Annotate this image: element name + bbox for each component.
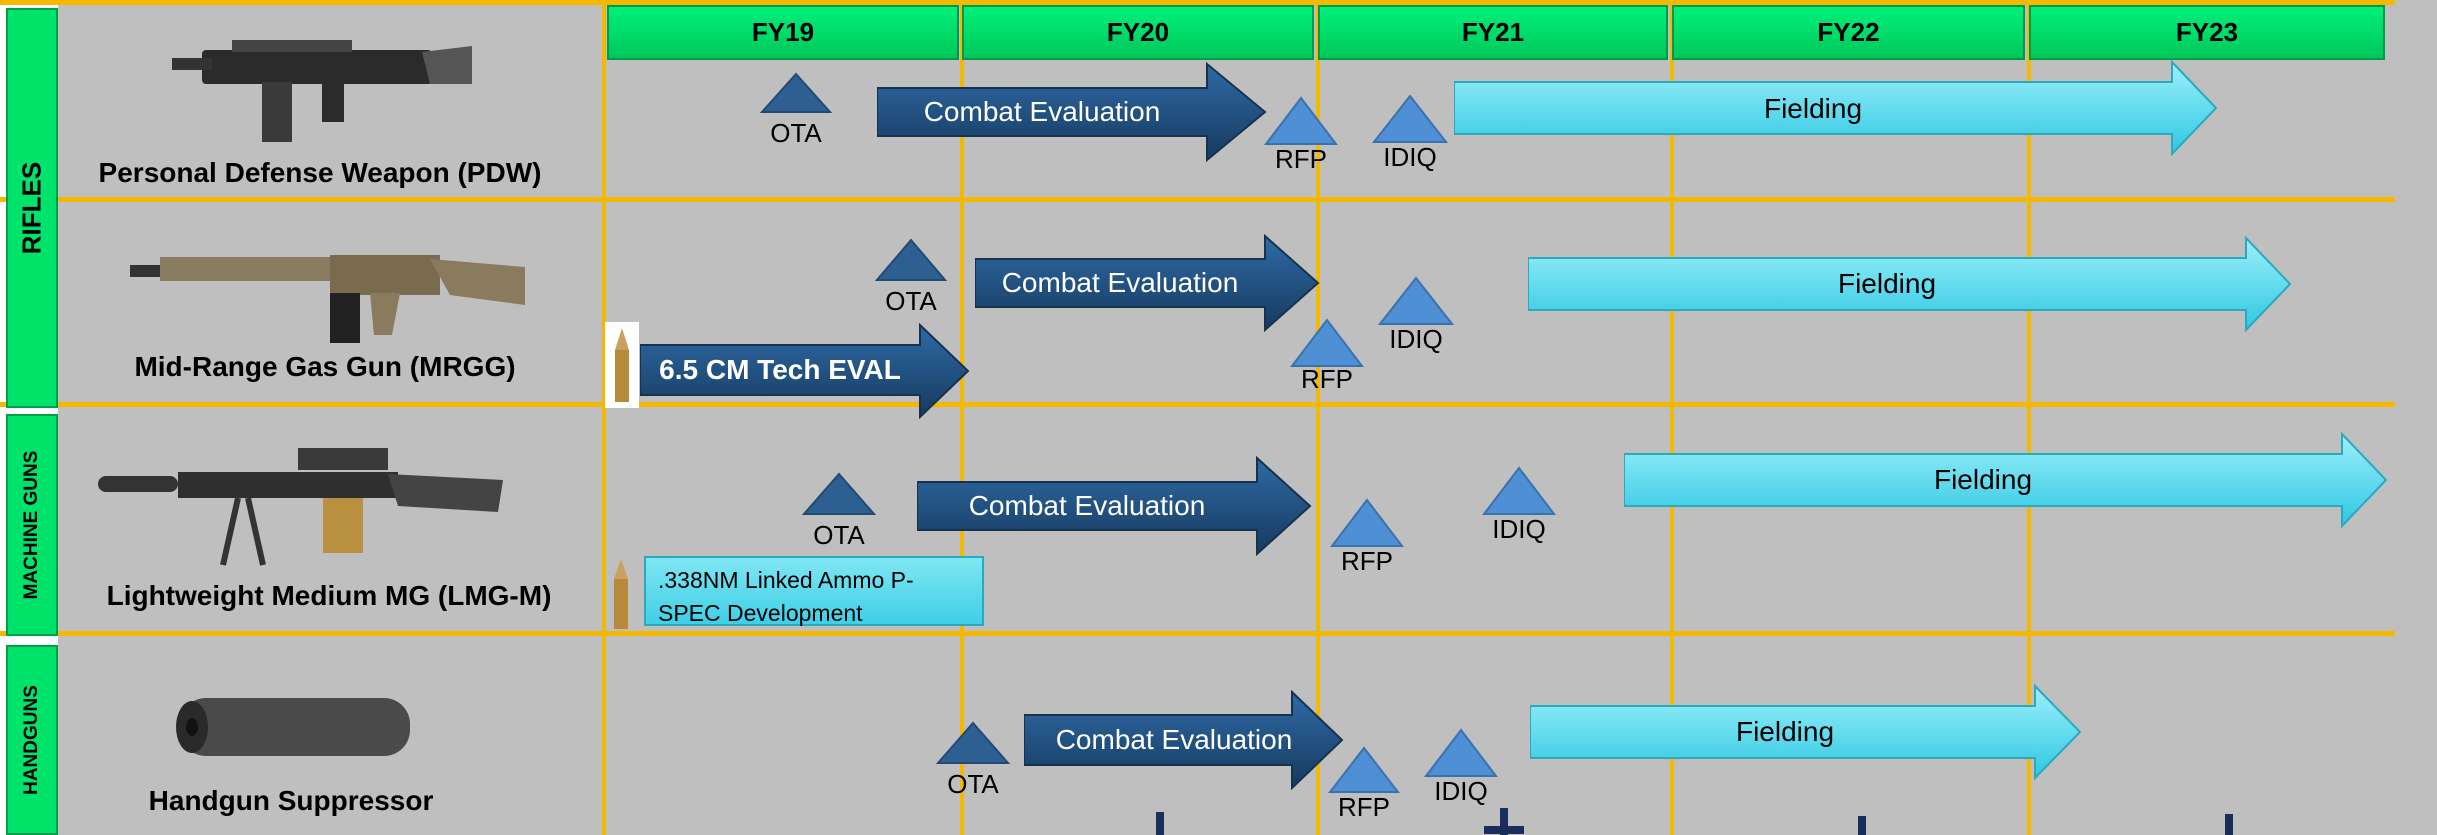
category-tab-rifles: RIFLES (6, 8, 58, 408)
grid-line-fy21-start (1316, 0, 1320, 835)
bottom-marker-2 (1500, 808, 1508, 835)
lmg-ammo-dev-box: .338NM Linked Ammo P- SPEC Development (644, 556, 984, 626)
category-label-handguns: HANDGUNS (21, 685, 42, 795)
category-tab-machine-guns: MACHINE GUNS (6, 414, 58, 636)
grid-line-fy22-start (1670, 0, 1674, 835)
handgun-combat-eval-arrow (1024, 690, 1344, 790)
handgun-ota-label: OTA (947, 769, 999, 799)
mrgg-idiq-milestone: IDIQ (1378, 276, 1454, 356)
lmg-combat-eval-label: Combat Evaluation (968, 490, 1206, 521)
mrgg-rfp-label: RFP (1301, 364, 1353, 394)
lmg-machine-gun-image (98, 448, 503, 566)
bottom-marker-3 (1858, 816, 1866, 835)
lmg-fielding-arrow (1624, 432, 2388, 528)
pdw-idiq-milestone: IDIQ (1372, 94, 1448, 174)
pdw-ota-milestone: OTA (760, 72, 832, 152)
lmg-combat-eval-arrow (917, 456, 1312, 556)
grid-line-fy23-start (2027, 0, 2031, 835)
bottom-marker-4 (2225, 814, 2233, 835)
lmg-rfp-label: RFP (1341, 546, 1393, 576)
fy-header-fy22: FY22 (1672, 5, 2025, 60)
weapon-label-pdw: Personal Defense Weapon (PDW) (98, 157, 542, 188)
lmg-ammo-dev-line2: SPEC Development (658, 600, 863, 626)
lmg-rfp-milestone: RFP (1330, 498, 1404, 578)
weapon-label-mrgg: Mid-Range Gas Gun (MRGG) (134, 351, 516, 382)
pdw-combat-eval-arrow (877, 62, 1267, 162)
handgun-fielding-label: Fielding (1735, 716, 1835, 747)
pdw-rfp-milestone: RFP (1264, 96, 1338, 176)
pdw-rfp-label: RFP (1275, 144, 1327, 174)
lmg-fielding-label: Fielding (1933, 464, 2033, 495)
weapon-label-handgun-suppressor: Handgun Suppressor (148, 785, 434, 816)
cartridge-icon-338nm (614, 559, 628, 629)
handgun-fielding-arrow (1530, 684, 2082, 780)
fy-header-fy19: FY19 (607, 5, 959, 60)
mrgg-tech-eval-label: 6.5 CM Tech EVAL (659, 354, 901, 385)
grid-line-fy19-start (602, 0, 606, 835)
mrgg-ota-milestone: OTA (875, 238, 947, 318)
handgun-idiq-label: IDIQ (1434, 776, 1488, 806)
fy-header-fy21: FY21 (1318, 5, 1668, 60)
pdw-idiq-label: IDIQ (1383, 142, 1437, 172)
bottom-marker-1 (1156, 812, 1164, 835)
handgun-suppressor-image (176, 698, 410, 756)
mrgg-combat-eval-label: Combat Evaluation (1001, 267, 1239, 298)
lmg-ammo-dev-line1: .338NM Linked Ammo P- (658, 567, 914, 593)
handgun-combat-eval-label: Combat Evaluation (1055, 724, 1293, 755)
mrgg-ota-label: OTA (885, 286, 937, 316)
category-tab-handguns: HANDGUNS (6, 645, 58, 835)
grid-line-fy20-start (960, 0, 964, 835)
fy-header-fy23: FY23 (2029, 5, 2385, 60)
lmg-idiq-milestone: IDIQ (1482, 466, 1556, 546)
category-label-machine-guns: MACHINE GUNS (21, 450, 42, 600)
mrgg-fielding-label: Fielding (1837, 268, 1937, 299)
mrgg-fielding-arrow (1528, 236, 2292, 332)
handgun-rfp-label: RFP (1338, 792, 1390, 822)
mrgg-rifle-image (130, 255, 525, 343)
handgun-rfp-milestone: RFP (1328, 746, 1400, 826)
category-label-rifles: RIFLES (16, 161, 47, 255)
lmg-ota-milestone: OTA (802, 472, 876, 554)
mrgg-idiq-label: IDIQ (1389, 324, 1443, 354)
pdw-rifle-image (172, 40, 472, 142)
row-divider-2 (0, 402, 2395, 407)
weapon-label-lmg-m: Lightweight Medium MG (LMG-M) (106, 580, 552, 611)
row-divider-1 (0, 197, 2395, 202)
mrgg-tech-eval-arrow (640, 323, 970, 419)
row-divider-3 (0, 631, 2395, 636)
grid-line-top (0, 0, 2395, 5)
mrgg-rfp-milestone: RFP (1290, 318, 1364, 398)
pdw-fielding-arrow (1454, 60, 2218, 156)
lmg-ota-label: OTA (813, 520, 865, 550)
fy-header-fy20: FY20 (962, 5, 1314, 60)
cartridge-icon-65cm (605, 322, 639, 408)
pdw-combat-eval-label: Combat Evaluation (923, 96, 1161, 127)
pdw-fielding-label: Fielding (1763, 93, 1863, 124)
handgun-idiq-milestone: IDIQ (1424, 728, 1498, 808)
pdw-ota-label: OTA (770, 118, 822, 148)
handgun-ota-milestone: OTA (936, 721, 1010, 803)
mrgg-combat-eval-arrow (975, 234, 1320, 332)
bottom-marker-2-bar (1484, 826, 1524, 834)
lmg-idiq-label: IDIQ (1492, 514, 1546, 544)
